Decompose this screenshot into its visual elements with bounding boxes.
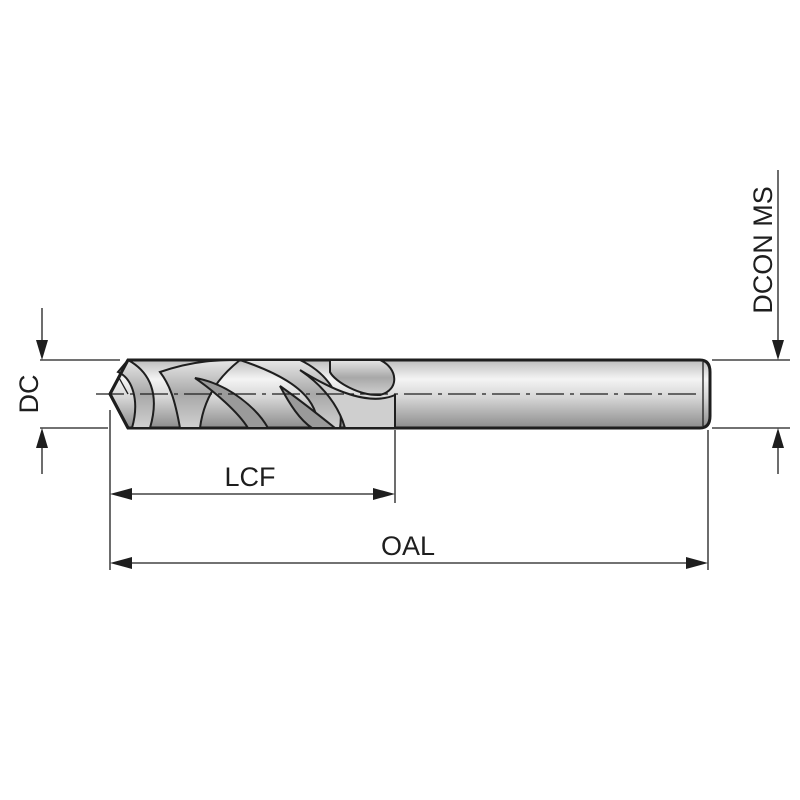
- dc-arrow-top: [36, 340, 48, 360]
- dcon-arrow-top: [772, 340, 784, 360]
- lcf-arrow-right: [373, 488, 395, 500]
- oal-label: OAL: [381, 531, 435, 561]
- flute-end: [329, 359, 396, 397]
- dc-dimension: DC: [14, 308, 48, 474]
- lcf-dimension: LCF: [110, 462, 395, 500]
- dcon-ms-label: DCON MS: [748, 186, 778, 314]
- oal-arrow-right: [686, 557, 708, 569]
- dcon-ms-dimension: DCON MS: [748, 170, 784, 474]
- lcf-arrow-left: [110, 488, 132, 500]
- drill-body: [96, 358, 712, 430]
- oal-arrow-left: [110, 557, 132, 569]
- oal-dimension: OAL: [110, 531, 708, 569]
- dc-arrow-bottom: [36, 428, 48, 448]
- dc-label: DC: [14, 375, 44, 414]
- flute-1: [116, 358, 155, 429]
- tip-chisel: [117, 375, 129, 395]
- flute-runout: [299, 369, 396, 429]
- flute-5: [279, 385, 338, 429]
- dcon-arrow-bottom: [772, 428, 784, 448]
- tip-edge-lower: [108, 393, 130, 429]
- flute-3: [194, 377, 270, 429]
- lcf-label: LCF: [224, 462, 275, 492]
- extension-lines: [40, 359, 790, 570]
